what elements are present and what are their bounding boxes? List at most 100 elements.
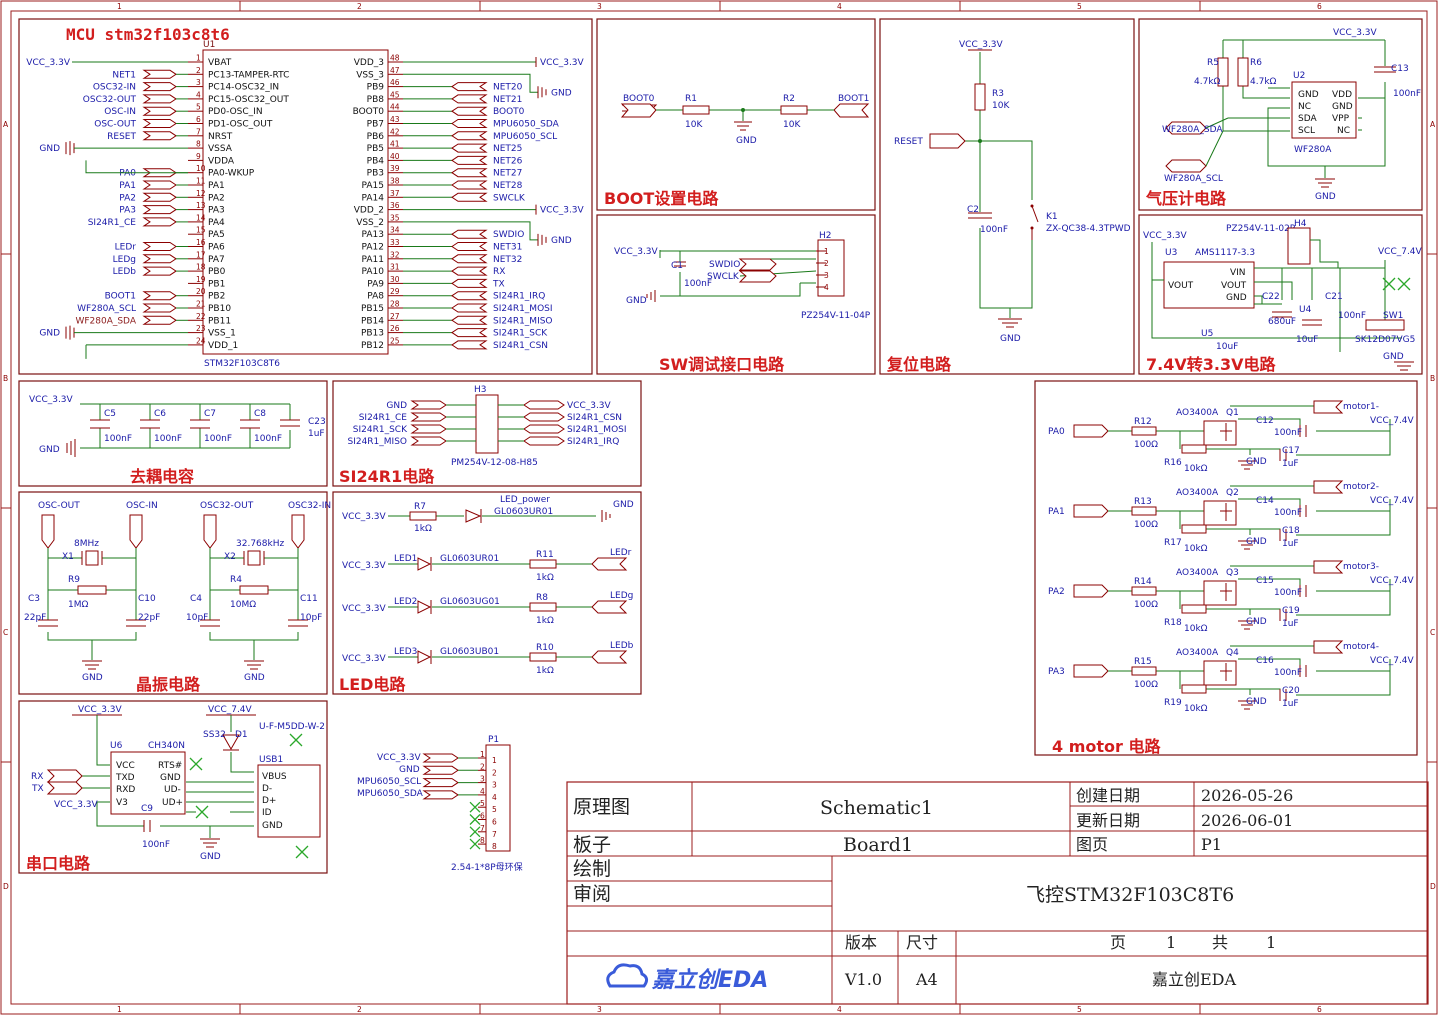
reset-title: 复位电路 bbox=[886, 355, 952, 374]
svg-text:1kΩ: 1kΩ bbox=[536, 573, 554, 583]
u2-part: WF280A bbox=[1294, 145, 1332, 155]
mcu-net-label: WF280A_SDA bbox=[75, 316, 136, 326]
sw-gnd-label: GND bbox=[626, 296, 647, 306]
mcu-pin-number: 1 bbox=[196, 54, 201, 63]
mcu-pin-number: 46 bbox=[390, 78, 400, 87]
baro-scl-label: WF280A_SCL bbox=[1164, 174, 1223, 184]
mcu-net-label: OSC32-IN bbox=[93, 83, 136, 93]
sw-section: SW调试接口电路 VCC_3.3V GND C1 100nF SWDIO SWC… bbox=[596, 214, 876, 375]
mcu-pin-number: 22 bbox=[196, 312, 206, 321]
mcu-pin-number: 23 bbox=[196, 324, 206, 333]
svg-text:AO3400A: AO3400A bbox=[1176, 568, 1219, 578]
svg-text:GND: GND bbox=[1226, 293, 1247, 303]
mcu-pin-number: 37 bbox=[390, 189, 400, 198]
frame-col-label: 4 bbox=[837, 1005, 842, 1014]
frame-col-label: 1 bbox=[117, 2, 122, 11]
led-icon bbox=[417, 650, 432, 664]
svg-text:GND: GND bbox=[399, 765, 420, 775]
svg-text:R12: R12 bbox=[1134, 417, 1152, 427]
frame-row-label: D bbox=[3, 882, 9, 891]
u3-chip bbox=[1163, 261, 1255, 309]
svg-text:1uF: 1uF bbox=[1282, 619, 1299, 629]
svg-text:嘉立创EDA: 嘉立创EDA bbox=[1152, 970, 1237, 989]
svg-text:R16: R16 bbox=[1164, 458, 1182, 468]
u5-value: 10uF bbox=[1216, 342, 1238, 352]
svg-text:V1.0: V1.0 bbox=[844, 970, 882, 989]
svg-text:VCC_3.3V: VCC_3.3V bbox=[342, 654, 387, 664]
mcu-net-label: SI24R1_MOSI bbox=[493, 304, 553, 314]
mcu-net-label: PA1 bbox=[119, 181, 136, 191]
mcu-pin-number: 25 bbox=[390, 336, 400, 345]
svg-text:TXD: TXD bbox=[115, 773, 135, 783]
mcu-pin-name: PB15 bbox=[361, 304, 384, 314]
h4-part: PZ254V-11-02P bbox=[1226, 224, 1296, 234]
svg-text:6: 6 bbox=[492, 818, 497, 827]
frame-row-label: A bbox=[3, 120, 9, 129]
led-gnd-icon bbox=[601, 510, 611, 522]
r1-resistor bbox=[682, 105, 710, 115]
mcu-pin-number: 47 bbox=[390, 66, 400, 75]
mcu-net-label: NET21 bbox=[493, 95, 522, 105]
svg-text:R13: R13 bbox=[1134, 497, 1152, 507]
svg-text:PA1: PA1 bbox=[1048, 507, 1065, 517]
svg-text:嘉立创EDA: 嘉立创EDA bbox=[651, 967, 768, 993]
svg-text:1uF: 1uF bbox=[308, 429, 325, 439]
k1-switch bbox=[1031, 205, 1039, 240]
frame-col-label: 1 bbox=[117, 1005, 122, 1014]
mcu-pin-number: 38 bbox=[390, 177, 400, 186]
mcu-pin-name: PA3 bbox=[208, 206, 225, 216]
mcu-pin-number: 28 bbox=[390, 300, 400, 309]
reset-gnd-label: GND bbox=[1000, 334, 1021, 344]
decap-gnd-icon bbox=[66, 439, 76, 457]
svg-text:GND: GND bbox=[1246, 697, 1267, 707]
svg-text:图页: 图页 bbox=[1076, 835, 1108, 854]
mcu-net-label: GND bbox=[551, 236, 572, 246]
svg-text:原理图: 原理图 bbox=[573, 796, 630, 818]
frame-col-label: 5 bbox=[1077, 2, 1082, 11]
mcu-pin-name: PB1 bbox=[208, 279, 225, 289]
svg-text:R14: R14 bbox=[1134, 577, 1152, 587]
svg-text:R17: R17 bbox=[1164, 538, 1182, 548]
nc-marker-icon bbox=[469, 801, 481, 813]
svg-text:7: 7 bbox=[492, 830, 497, 839]
mcu-net-label: RX bbox=[493, 267, 505, 277]
svg-text:GL0603UB01: GL0603UB01 bbox=[440, 647, 499, 657]
mcu-net-label: WF280A_SCL bbox=[77, 304, 136, 314]
boot-gnd-label: GND bbox=[736, 136, 757, 146]
svg-text:LED1: LED1 bbox=[394, 554, 417, 564]
r7-resistor bbox=[409, 511, 437, 521]
mcu-pin-number: 21 bbox=[196, 300, 206, 309]
mcu-pin-name: PB8 bbox=[367, 95, 385, 105]
svg-text:LEDg: LEDg bbox=[610, 591, 633, 601]
reset-net-label: RESET bbox=[894, 137, 923, 147]
svg-text:更新日期: 更新日期 bbox=[1076, 811, 1140, 830]
svg-text:OSC32-OUT: OSC32-OUT bbox=[200, 501, 254, 511]
svg-text:VCC_3.3V: VCC_3.3V bbox=[377, 753, 422, 763]
svg-text:7: 7 bbox=[480, 824, 485, 833]
svg-text:VCC_3.3V: VCC_3.3V bbox=[78, 705, 123, 715]
svg-text:32.768kHz: 32.768kHz bbox=[236, 539, 284, 549]
motor-pulldown-resistor bbox=[1181, 604, 1207, 614]
sw-gnd-icon bbox=[646, 290, 656, 302]
led-power-icon bbox=[465, 509, 482, 523]
svg-text:板子: 板子 bbox=[573, 834, 611, 856]
decap-gnd-label: GND bbox=[39, 445, 60, 455]
h2-pin-number: 3 bbox=[824, 271, 829, 280]
decap-value: 100nF bbox=[104, 434, 132, 444]
boot0-label: BOOT0 bbox=[623, 94, 655, 104]
mcu-pin-name: PB12 bbox=[361, 341, 384, 351]
c13-capacitor bbox=[1374, 66, 1396, 73]
mcu-pin-name: PC14-OSC32_IN bbox=[208, 83, 279, 93]
si24-right-net: VCC_3.3V bbox=[567, 401, 612, 411]
h2-pin-number: 2 bbox=[824, 259, 829, 268]
svg-text:6: 6 bbox=[480, 812, 485, 821]
svg-text:GND: GND bbox=[200, 852, 221, 862]
svg-text:ID: ID bbox=[262, 808, 272, 818]
si24-right-net: SI24R1_IRQ bbox=[567, 437, 619, 447]
mcu-net-label: MPU6050_SDA bbox=[493, 120, 560, 130]
svg-text:100nF: 100nF bbox=[142, 840, 170, 850]
r1-value: 10K bbox=[685, 120, 703, 130]
mcu-pin-number: 36 bbox=[390, 201, 400, 210]
